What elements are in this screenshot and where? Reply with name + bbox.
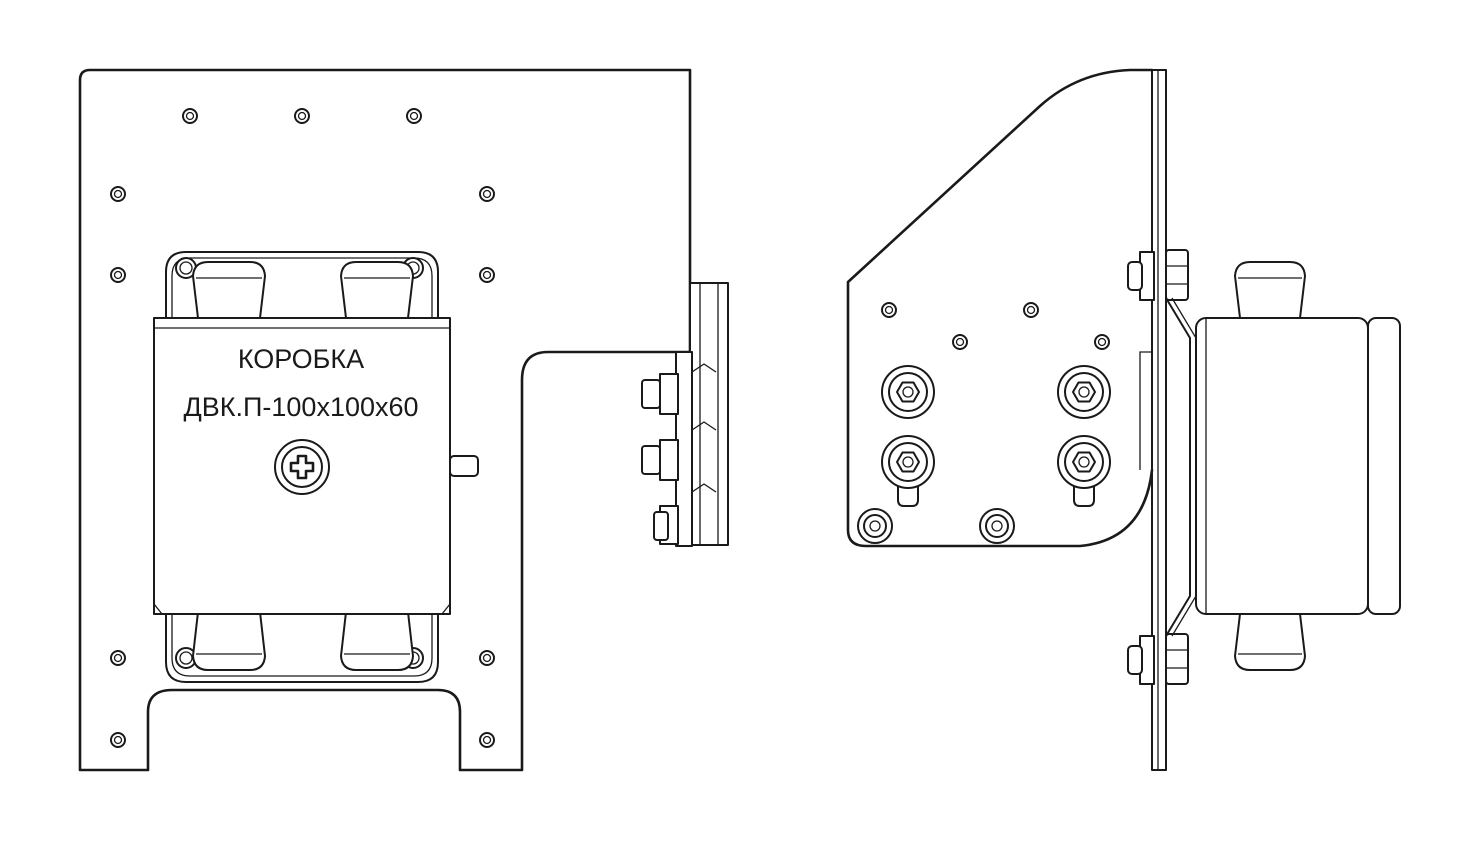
side-connector-assembly [641, 282, 729, 547]
junction-box-side [1195, 317, 1401, 615]
hole [182, 108, 198, 124]
cable-gland-bottom-right [340, 611, 414, 671]
terminal-stud-icon [1057, 435, 1111, 507]
junction-box [153, 317, 451, 615]
side-pin [449, 455, 479, 477]
hole [479, 650, 495, 666]
box-mount-bracket [1165, 297, 1191, 637]
hole [479, 186, 495, 202]
terminal-stud-icon [1057, 365, 1111, 419]
cable-gland-side-top [1234, 261, 1306, 319]
hole [406, 108, 422, 124]
bottom-fastener-icon [979, 508, 1015, 544]
hole [952, 334, 968, 350]
hole [110, 650, 126, 666]
hole [881, 302, 897, 318]
hole [110, 186, 126, 202]
vertical-plate [1151, 69, 1167, 771]
terminal-stud-icon [881, 365, 935, 419]
mounting-plate [78, 68, 692, 772]
box-label-line2: ДВК.П-100х100х60 [183, 392, 418, 422]
hole [479, 267, 495, 283]
front-view: КОРОБКА ДВК.П-100х100х60 [78, 68, 729, 772]
hole [479, 732, 495, 748]
cable-gland-bottom-left [192, 611, 266, 671]
side-view [846, 68, 1401, 771]
cable-gland-top-right [340, 261, 414, 319]
bolt-top [1127, 249, 1189, 301]
hole [1023, 302, 1039, 318]
hole [110, 732, 126, 748]
bracket-holes [881, 302, 1110, 350]
angled-bracket [846, 68, 1154, 548]
bolt-bottom [1127, 633, 1189, 685]
cable-gland-top-left [192, 261, 266, 319]
hole [294, 108, 310, 124]
hole [110, 267, 126, 283]
bottom-fastener-icon [857, 508, 893, 544]
lid-screw-icon [274, 439, 330, 495]
plate-holes [110, 108, 495, 748]
terminal-stud-icon [881, 435, 935, 507]
box-label-line1: КОРОБКА [238, 344, 364, 374]
cable-gland-side-bottom [1234, 613, 1306, 671]
hole [1094, 334, 1110, 350]
